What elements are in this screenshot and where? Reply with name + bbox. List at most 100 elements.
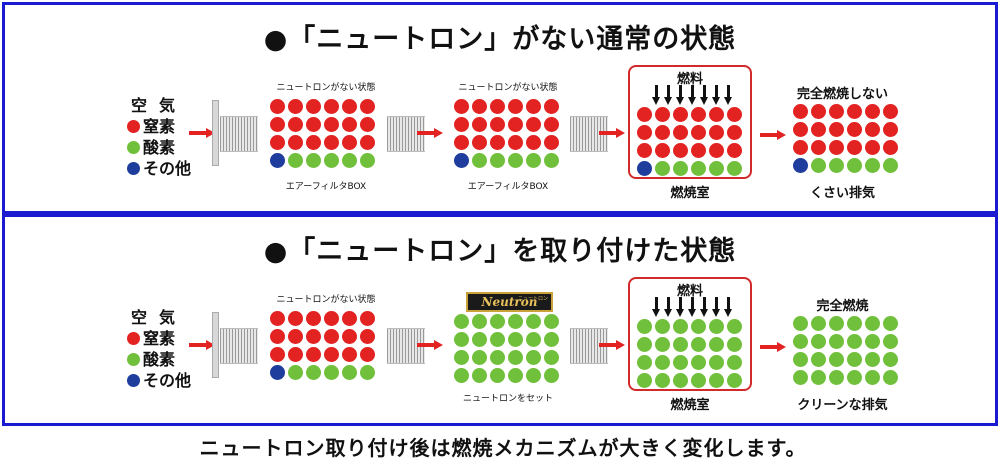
nitrogen-molecule <box>490 117 505 132</box>
nitrogen-molecule <box>637 143 652 158</box>
oxygen-molecule <box>883 370 898 385</box>
legend-oxygen: 酸素 <box>143 350 176 369</box>
oxygen-molecule <box>847 316 862 331</box>
oxygen-molecule <box>829 158 844 173</box>
oxygen-molecule <box>637 355 652 370</box>
nitrogen-molecule <box>883 122 898 137</box>
oxygen-molecule <box>829 334 844 349</box>
nitrogen-molecule <box>306 135 321 150</box>
legend-title: 空気 <box>131 308 188 327</box>
combustion-chamber-frame <box>628 65 752 179</box>
chamber-label: 燃焼室 <box>670 186 710 201</box>
air-legend: 空気 窒素 酸素 その他 <box>127 307 191 391</box>
air-legend: 空気 窒素 酸素 その他 <box>127 95 191 179</box>
nitrogen-molecule <box>288 99 303 114</box>
oxygen-molecule <box>526 368 541 383</box>
oxygen-molecule <box>847 334 862 349</box>
nitrogen-molecule <box>727 125 742 140</box>
nitrogen-molecule <box>342 329 357 344</box>
down-arrow-icon <box>724 85 733 105</box>
nitrogen-molecule <box>637 107 652 122</box>
red-dot-icon <box>127 332 140 345</box>
oxygen-molecule <box>793 334 808 349</box>
oxygen-molecule <box>508 332 523 347</box>
nitrogen-molecule <box>360 99 375 114</box>
oxygen-molecule <box>673 355 688 370</box>
oxygen-molecule <box>709 355 724 370</box>
legend-title: 空気 <box>131 96 188 115</box>
nitrogen-molecule <box>865 140 880 155</box>
nitrogen-molecule <box>544 99 559 114</box>
oxygen-molecule <box>709 337 724 352</box>
oxygen-molecule <box>544 368 559 383</box>
stage1-caption: ニュートロンがない状態 <box>276 295 376 305</box>
nitrogen-molecule <box>342 347 357 362</box>
stage2-caption: ニュートロンがない状態 <box>458 83 558 93</box>
nitrogen-molecule <box>360 347 375 362</box>
nitrogen-molecule <box>847 104 862 119</box>
panel-without-neutron: ●「ニュートロン」がない通常の状態 空気 窒素 酸素 その他 ニュートロンがない… <box>2 2 998 214</box>
oxygen-molecule <box>544 153 559 168</box>
result-top-label: 完全燃焼しない <box>796 87 888 102</box>
molecule-grid-stage1 <box>270 311 375 380</box>
result-top-label: 完全燃焼 <box>816 299 869 314</box>
nitrogen-molecule <box>342 311 357 326</box>
oxygen-molecule <box>811 352 826 367</box>
red-arrow-icon <box>417 128 443 138</box>
down-arrow-icon <box>688 85 697 105</box>
molecule-grid-stage2 <box>454 314 559 383</box>
neutron-logo: Neutron ニュートロン <box>466 292 553 312</box>
nitrogen-molecule <box>883 140 898 155</box>
legend-nitrogen: 窒素 <box>143 329 176 348</box>
filter-icon <box>220 328 258 364</box>
oxygen-molecule <box>526 350 541 365</box>
blue-dot-icon <box>127 162 140 175</box>
oxygen-molecule <box>637 319 652 334</box>
nitrogen-molecule <box>508 99 523 114</box>
oxygen-molecule <box>829 316 844 331</box>
other-molecule <box>270 365 285 380</box>
legend-nitrogen: 窒素 <box>143 117 176 136</box>
oxygen-molecule <box>490 350 505 365</box>
nitrogen-molecule <box>709 125 724 140</box>
molecule-grid-stage2 <box>454 99 559 168</box>
oxygen-molecule <box>793 352 808 367</box>
legend-oxygen: 酸素 <box>143 138 176 157</box>
oxygen-molecule <box>655 337 670 352</box>
nitrogen-molecule <box>727 143 742 158</box>
green-dot-icon <box>127 353 140 366</box>
oxygen-molecule <box>709 373 724 388</box>
intake-plate-icon <box>212 100 219 166</box>
red-arrow-icon <box>417 340 443 350</box>
oxygen-molecule <box>709 161 724 176</box>
fuel-label: 燃料 <box>676 284 703 299</box>
nitrogen-molecule <box>342 117 357 132</box>
nitrogen-molecule <box>508 117 523 132</box>
oxygen-molecule <box>865 334 880 349</box>
fuel-arrows <box>652 85 733 105</box>
down-arrow-icon <box>712 85 721 105</box>
nitrogen-molecule <box>673 107 688 122</box>
red-arrow-icon <box>189 128 215 138</box>
oxygen-molecule <box>454 332 469 347</box>
nitrogen-molecule <box>727 107 742 122</box>
nitrogen-molecule <box>454 99 469 114</box>
nitrogen-molecule <box>655 107 670 122</box>
oxygen-molecule <box>673 337 688 352</box>
oxygen-molecule <box>727 373 742 388</box>
down-arrow-icon <box>676 85 685 105</box>
nitrogen-molecule <box>288 329 303 344</box>
oxygen-molecule <box>526 332 541 347</box>
oxygen-molecule <box>360 365 375 380</box>
nitrogen-molecule <box>324 117 339 132</box>
nitrogen-molecule <box>526 135 541 150</box>
nitrogen-molecule <box>472 117 487 132</box>
nitrogen-molecule <box>270 347 285 362</box>
panel-with-neutron: ●「ニュートロン」を取り付けた状態 空気 窒素 酸素 その他 ニュートロンがない… <box>2 214 998 426</box>
oxygen-molecule <box>727 319 742 334</box>
nitrogen-molecule <box>270 135 285 150</box>
nitrogen-molecule <box>508 135 523 150</box>
nitrogen-molecule <box>324 99 339 114</box>
nitrogen-molecule <box>306 329 321 344</box>
oxygen-molecule <box>673 373 688 388</box>
